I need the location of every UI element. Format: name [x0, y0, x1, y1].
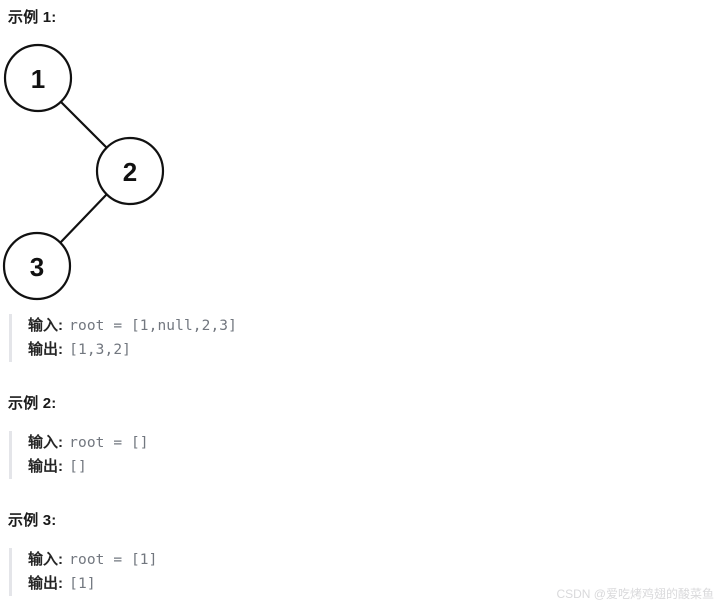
tree-node-2-circle [95, 136, 165, 206]
example-heading-1: 示例 1: [8, 9, 57, 26]
input-label: 输入: [28, 434, 63, 451]
example-heading-2: 示例 2: [8, 395, 57, 412]
output-value: [1] [69, 576, 96, 592]
example-block-1: 输入: root = [1,null,2,3] 输出: [1,3,2] [9, 314, 237, 362]
output-label: 输出: [28, 575, 63, 592]
output-value: [] [69, 459, 87, 475]
input-value: root = [1,null,2,3] [69, 318, 237, 334]
tree-node-3-label: 3 [30, 252, 44, 282]
output-value: [1,3,2] [69, 342, 131, 358]
tree-node-1-label: 1 [31, 64, 45, 94]
tree-edge-2-3 [58, 192, 109, 245]
tree-edge-1-2 [59, 100, 109, 150]
example-1-output-line: 输出: [1,3,2] [28, 338, 237, 362]
tree-node-1-circle [3, 43, 73, 113]
tree-node-3-circle [2, 231, 72, 301]
csdn-watermark: CSDN @爱吃烤鸡翅的酸菜鱼 [556, 587, 714, 601]
output-label: 输出: [28, 458, 63, 475]
example-block-2: 输入: root = [] 输出: [] [9, 431, 149, 479]
output-label: 输出: [28, 341, 63, 358]
input-label: 输入: [28, 317, 63, 334]
example-2-input-line: 输入: root = [] [28, 431, 149, 455]
binary-tree-diagram: 1 2 3 [0, 34, 230, 309]
example-heading-3: 示例 3: [8, 512, 57, 529]
example-1-input-line: 输入: root = [1,null,2,3] [28, 314, 237, 338]
example-3-output-line: 输出: [1] [28, 572, 157, 596]
input-value: root = [1] [69, 552, 158, 568]
example-3-input-line: 输入: root = [1] [28, 548, 157, 572]
tree-node-2-label: 2 [123, 157, 137, 187]
example-block-3: 输入: root = [1] 输出: [1] [9, 548, 157, 596]
example-2-output-line: 输出: [] [28, 455, 149, 479]
input-value: root = [] [69, 435, 149, 451]
input-label: 输入: [28, 551, 63, 568]
